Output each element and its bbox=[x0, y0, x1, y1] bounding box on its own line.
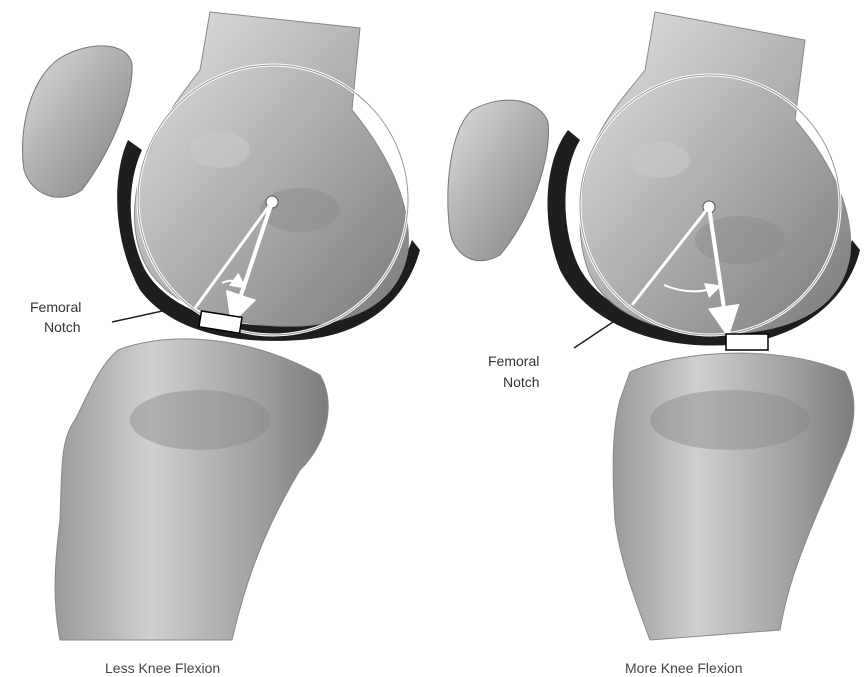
tibia-shading bbox=[650, 390, 810, 450]
femoral-notch-label-line2: Notch bbox=[44, 319, 81, 335]
right-panel: Femoral Notch More Knee Flexion bbox=[448, 12, 860, 676]
femoral-notch-label-line2: Notch bbox=[503, 374, 540, 390]
femur-icon bbox=[135, 12, 409, 326]
bone-highlight bbox=[630, 142, 690, 178]
notch-pointer-arrow bbox=[112, 308, 176, 322]
contact-marker bbox=[726, 334, 768, 350]
femoral-notch-label-line1: Femoral bbox=[488, 353, 539, 369]
right-caption: More Knee Flexion bbox=[625, 660, 743, 676]
left-panel: Femoral Notch Less Knee Flexion bbox=[23, 12, 421, 676]
left-caption: Less Knee Flexion bbox=[105, 660, 220, 676]
tibia-icon bbox=[55, 339, 328, 640]
patella-icon bbox=[448, 100, 549, 261]
bone-highlight bbox=[190, 132, 250, 168]
femoral-notch-label-line1: Femoral bbox=[30, 299, 81, 315]
tibia-shading bbox=[130, 390, 270, 450]
bone-shading bbox=[695, 216, 785, 264]
patella-icon bbox=[23, 46, 133, 197]
bone-shading bbox=[260, 188, 340, 232]
